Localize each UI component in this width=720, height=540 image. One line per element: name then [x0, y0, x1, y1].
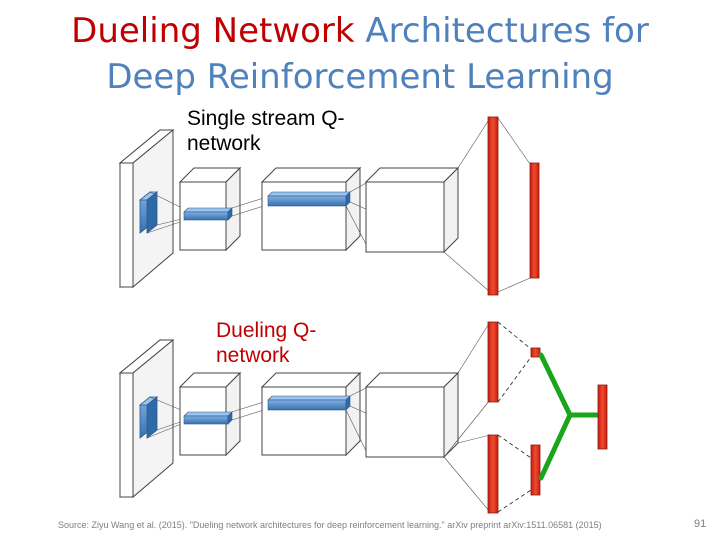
conv-filter-b3	[267, 395, 351, 411]
conv-filter-b2	[183, 411, 233, 425]
conv-filter	[138, 191, 159, 234]
conv-volume-b3	[364, 371, 460, 459]
value-scalar	[530, 347, 541, 358]
dueling-label: Dueling Q-network	[216, 319, 317, 367]
q-output-layer-2	[597, 384, 608, 450]
advantage-output	[530, 444, 541, 496]
title-line2: Deep Reinforcement Learning	[106, 57, 614, 97]
title-line1-rest: Architectures for	[354, 11, 649, 51]
dashed-connections	[497, 321, 532, 513]
fc-layer	[487, 116, 499, 296]
title-highlight: Dueling Network	[71, 11, 355, 51]
conv-volume-2	[260, 166, 362, 252]
value-stream-layer	[487, 321, 499, 403]
aggregation-module	[538, 352, 601, 481]
dueling-network	[118, 321, 608, 514]
slide-title: Dueling Network Architectures for Deep R…	[0, 8, 720, 100]
conv-filter-b1	[138, 396, 159, 439]
single-stream-network	[118, 116, 540, 296]
q-output-layer	[529, 162, 540, 279]
single-stream-label: Single stream Q-network	[187, 107, 345, 155]
conv-volume-3	[364, 166, 460, 254]
slide-number: 91	[694, 518, 707, 530]
conv-filter-3	[267, 191, 351, 207]
conv-volume-b2	[260, 371, 362, 457]
source-citation: Source: Ziyu Wang et al. (2015). "Duelin…	[58, 520, 602, 530]
conv-filter-2	[183, 207, 233, 221]
advantage-stream-layer	[487, 434, 499, 514]
